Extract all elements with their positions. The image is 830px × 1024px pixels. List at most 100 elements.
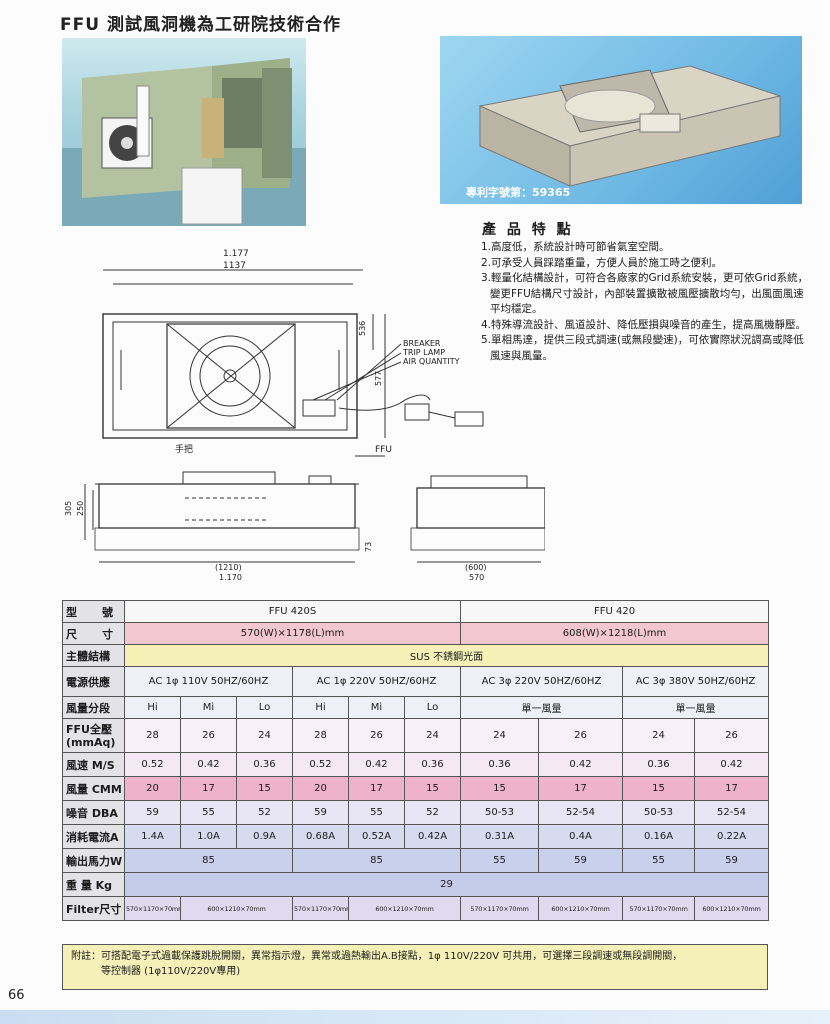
spec-table: 型 號 FFU 420S FFU 420 尺 寸 570(W)×1178(L)m… <box>62 600 770 921</box>
cmm-cell: 20 <box>292 776 349 801</box>
filter-cell: 600×1210×70mm <box>348 896 461 921</box>
row-velocity: 風速 M/S 0.52 0.42 0.36 0.52 0.42 0.36 0.3… <box>62 752 770 777</box>
noise-cell: 52-54 <box>693 800 770 825</box>
hp-cell: 59 <box>693 848 770 873</box>
pressure-cell: 28 <box>292 718 349 753</box>
cmm-cell: 17 <box>538 776 623 801</box>
row-pressure: FFU全壓(mmAq) 28 26 24 28 26 24 24 26 24 2… <box>62 718 770 753</box>
dim-top-outer: 1.177 <box>223 249 249 259</box>
feature-item: 1.高度低，系統設計時可節省氣室空間。 <box>481 241 670 253</box>
pressure-cell: 26 <box>348 718 405 753</box>
row-label-filter: Filter尺寸 <box>62 896 125 921</box>
pressure-cell: 24 <box>622 718 695 753</box>
power-cell: AC 1φ 220V 50HZ/60HZ <box>292 666 461 697</box>
current-cell: 0.4A <box>538 824 623 849</box>
current-cell: 0.31A <box>460 824 539 849</box>
current-cell: 0.42A <box>404 824 461 849</box>
bottom-band <box>0 1010 830 1024</box>
velocity-cell: 0.42 <box>538 752 623 777</box>
current-cell: 0.68A <box>292 824 349 849</box>
cmm-cell: 15 <box>236 776 293 801</box>
dim-height-outer: 305 <box>64 501 73 516</box>
velocity-cell: 0.36 <box>404 752 461 777</box>
pressure-cell: 28 <box>124 718 181 753</box>
noise-cell: 52-54 <box>538 800 623 825</box>
speed-cell: 單一風量 <box>460 696 623 719</box>
filter-cell: 570×1170×70mm <box>124 896 181 921</box>
velocity-cell: 0.36 <box>460 752 539 777</box>
page-number: 66 <box>8 988 25 1003</box>
speed-cell: Lo <box>236 696 293 719</box>
velocity-cell: 0.42 <box>348 752 405 777</box>
row-label-power: 電源供應 <box>62 666 125 697</box>
speed-cell: Hi <box>292 696 349 719</box>
row-filter: Filter尺寸 570×1170×70mm 600×1210×70mm 570… <box>62 896 770 921</box>
wind-tunnel-photo <box>62 38 306 226</box>
power-cell: AC 1φ 110V 50HZ/60HZ <box>124 666 293 697</box>
callout-breaker: BREAKER <box>403 339 441 348</box>
dim-top-inner: 1137 <box>223 261 246 271</box>
model-420s: FFU 420S <box>124 600 461 623</box>
row-cmm: 風量 CMM 20 17 15 20 17 15 15 17 15 17 <box>62 776 770 801</box>
velocity-cell: 0.52 <box>292 752 349 777</box>
technical-drawing: 1.177 1137 536 577 BREAKER TRI <box>55 240 546 585</box>
pressure-cell: 26 <box>538 718 623 753</box>
cmm-cell: 15 <box>622 776 695 801</box>
page-title: FFU 測試風洞機為工研院技術合作 <box>60 15 341 35</box>
weight-cell: 29 <box>123 872 770 897</box>
row-label-velocity: 風速 M/S <box>62 752 125 777</box>
cmm-cell: 17 <box>693 776 770 801</box>
speed-cell: Mi <box>180 696 237 719</box>
row-size: 尺 寸 570(W)×1178(L)mm 608(W)×1218(L)mm <box>62 622 770 645</box>
current-cell: 0.9A <box>236 824 293 849</box>
row-label-size: 尺 寸 <box>62 622 125 645</box>
pressure-cell: 24 <box>236 718 293 753</box>
noise-cell: 50-53 <box>460 800 539 825</box>
feature-item: 5.單相馬達，提供三段式調速(或無段變速)，可依實際狀況調高或降低風速與風量。 <box>481 334 804 362</box>
filter-cell: 600×1210×70mm <box>180 896 293 921</box>
hp-cell: 55 <box>460 848 539 873</box>
row-label-current: 消耗電流A <box>62 824 125 849</box>
body-material: SUS 不銹鋼光面 <box>123 644 770 667</box>
noise-cell: 52 <box>236 800 293 825</box>
features-list: 1.高度低，系統設計時可節省氣室空間。 2.可承受人員踩踏重量，方便人員於施工時… <box>481 240 811 364</box>
row-noise: 噪音 DBA 59 55 52 59 55 52 50-53 52-54 50-… <box>62 800 770 825</box>
power-cell: AC 3φ 220V 50HZ/60HZ <box>460 666 623 697</box>
hp-cell: 55 <box>622 848 695 873</box>
noise-cell: 52 <box>404 800 461 825</box>
hp-cell: 85 <box>292 848 461 873</box>
feature-item: 4.特殊導流設計、風道設計、降低壓損與噪音的產生，提高風機靜壓。 <box>481 318 807 331</box>
pressure-cell: 26 <box>693 718 770 753</box>
dim-height-inner: 250 <box>76 501 85 516</box>
noise-cell: 59 <box>292 800 349 825</box>
callout-air-quantity: AIR QUANTITY <box>403 357 460 366</box>
speed-cell: Hi <box>124 696 181 719</box>
row-weight: 重 量 Kg 29 <box>62 872 770 897</box>
velocity-cell: 0.42 <box>693 752 770 777</box>
noise-cell: 55 <box>348 800 405 825</box>
row-label-body: 主體結構 <box>62 644 125 667</box>
row-model: 型 號 FFU 420S FFU 420 <box>62 600 770 623</box>
filter-cell: 600×1210×70mm <box>693 896 770 921</box>
current-cell: 0.22A <box>693 824 770 849</box>
cmm-cell: 15 <box>404 776 461 801</box>
footnote-line-2: 等控制器 (1φ110V/220V專用) <box>101 966 241 977</box>
speed-cell: 單一風量 <box>621 696 770 719</box>
row-label-pressure: FFU全壓(mmAq) <box>62 718 125 753</box>
cmm-cell: 20 <box>124 776 181 801</box>
row-label-model: 型 號 <box>62 600 125 623</box>
footnote: 附註：可搭配電子式過載保護跳脫開關，異常指示燈，異常或過熱輸出A.B接點，1φ … <box>62 944 768 990</box>
model-420: FFU 420 <box>459 600 770 623</box>
velocity-cell: 0.52 <box>124 752 181 777</box>
dim-bottom-1a: (1210) <box>215 563 242 572</box>
row-current: 消耗電流A 1.4A 1.0A 0.9A 0.68A 0.52A 0.42A 0… <box>62 824 770 849</box>
row-label-weight: 重 量 Kg <box>62 872 125 897</box>
footnote-line-1: 附註：可搭配電子式過載保護跳脫開關，異常指示燈，異常或過熱輸出A.B接點，1φ … <box>71 951 683 962</box>
row-label-noise: 噪音 DBA <box>62 800 125 825</box>
current-cell: 1.4A <box>124 824 181 849</box>
current-cell: 1.0A <box>180 824 237 849</box>
dim-right-a: 536 <box>358 321 367 336</box>
filter-cell: 600×1210×70mm <box>538 896 623 921</box>
handle-label: 手把 <box>175 443 193 455</box>
